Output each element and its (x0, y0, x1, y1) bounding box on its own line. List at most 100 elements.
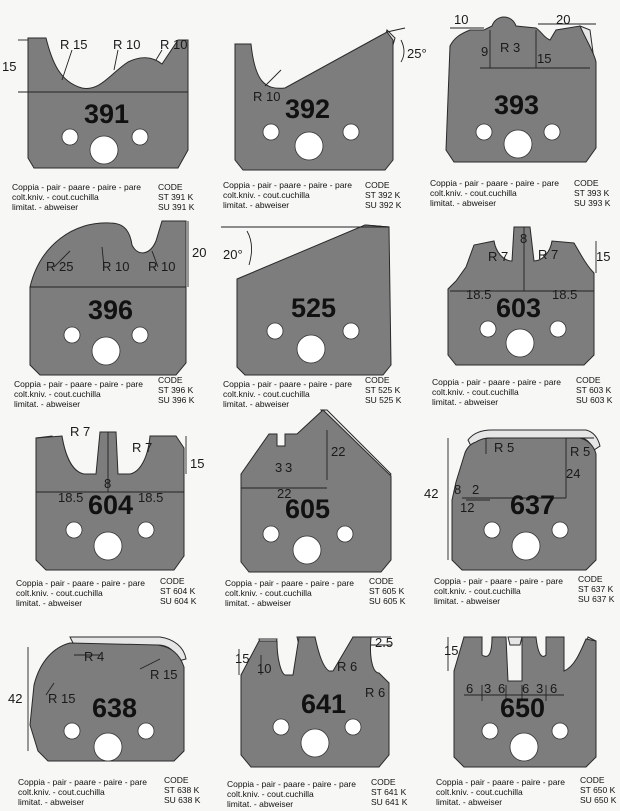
dim-label: 6 (498, 681, 505, 696)
dim-label: 22 (277, 486, 291, 501)
dim-label: R 15 (48, 691, 75, 706)
dim-label: 25° (407, 46, 427, 61)
code-block: CODE ST 650 K SU 650 K (580, 775, 617, 805)
profile-638: R 4 R 15 R 15 42 638 (8, 636, 187, 762)
hole-large (93, 531, 123, 561)
dim-label: 2 (472, 482, 479, 497)
leader-line (264, 69, 282, 87)
dim-label: 20 (192, 245, 206, 260)
dim-label: R 6 (365, 685, 385, 700)
hole-small (131, 326, 149, 344)
part-number: 604 (88, 490, 133, 520)
caption: Coppia - pair - paare - paire - pare col… (12, 182, 141, 212)
part-number: 603 (496, 293, 541, 323)
leader-line (53, 250, 71, 268)
part-card-637: R 5 R 5 24 42 8 2 12 637 Coppia - pair -… (410, 410, 620, 615)
code-block: CODE ST 641 K SU 641 K (371, 777, 408, 807)
leader-line (101, 246, 105, 268)
hole-small (551, 521, 569, 539)
hole-small (551, 722, 569, 740)
caption: Coppia - pair - paare - paire - pare col… (430, 178, 559, 208)
code-block: CODE ST 525 K SU 525 K (365, 375, 402, 405)
dim-label: R 25 (46, 259, 73, 274)
profile-391: 15 R 15 R 10 R 10 391 (2, 37, 189, 169)
dim-label: 8 (104, 476, 111, 491)
part-number: 393 (494, 90, 539, 120)
dim-label: R 4 (84, 649, 104, 664)
part-number: 392 (285, 94, 330, 124)
hole-small (479, 320, 497, 338)
caption: Coppia - pair - paare - paire - pare col… (434, 576, 563, 606)
part-card-604: R 7 R 7 15 8 18.5 18.5 604 Coppia - pair… (0, 410, 205, 615)
profile-396: 20 R 25 R 10 R 10 396 (29, 220, 206, 376)
profile-605: 3 3 22 22 605 (240, 409, 392, 573)
dim-label: 15 (537, 51, 551, 66)
hole-large (300, 728, 330, 758)
dim-label: 6 (550, 681, 557, 696)
hole-large (296, 334, 326, 364)
part-number: 641 (301, 689, 346, 719)
hole-small (266, 322, 284, 340)
caption: Coppia - pair - paare - paire - pare col… (436, 777, 565, 807)
hole-small (65, 521, 83, 539)
code-block: CODE ST 391 K SU 391 K (158, 182, 195, 212)
hole-small (137, 521, 155, 539)
caption: Coppia - pair - paare - paire - pare col… (16, 578, 145, 608)
hole-small (475, 123, 493, 141)
dim-label: R 15 (150, 667, 177, 682)
dim-label: 3 (275, 460, 282, 475)
dim-label: 8 (520, 231, 527, 246)
hole-small (549, 320, 567, 338)
profile-392: 25° R 10 392 (234, 27, 427, 171)
code-block: CODE ST 393 K SU 393 K (574, 178, 611, 208)
leader-line (155, 49, 163, 61)
dim-label: 10 (454, 12, 468, 27)
dim-label: 15 (235, 651, 249, 666)
part-card-396: 20 R 25 R 10 R 10 396 Coppia - pair - pa… (0, 205, 206, 410)
hole-small (63, 722, 81, 740)
part-number: 391 (84, 99, 129, 129)
dim-label: R 7 (538, 247, 558, 262)
dim-label: 15 (596, 249, 610, 264)
dim-label: R 10 (148, 259, 175, 274)
profile-525: 20° 525 (221, 224, 392, 376)
caption: Coppia - pair - paare - paire - pare col… (223, 180, 352, 210)
dim-label: R 7 (70, 424, 90, 439)
part-card-641: 2.5 15 10 R 6 R 6 641 Coppia - pair - pa… (205, 615, 410, 811)
part-number: 650 (500, 693, 545, 723)
dim-label: 15 (190, 456, 204, 471)
hole-small (61, 128, 79, 146)
hole-small (342, 322, 360, 340)
part-card-393: 10 20 9 R 3 15 393 Coppia - pair - paare… (410, 0, 620, 208)
profile-641: 2.5 15 10 R 6 R 6 641 (235, 635, 393, 768)
hole-small (262, 123, 280, 141)
hole-small (543, 123, 561, 141)
dim-label: 18.5 (138, 490, 163, 505)
part-card-525: 20° 525 Coppia - pair - paare - paire - … (205, 205, 410, 410)
dim-label: 6 (466, 681, 473, 696)
part-card-605: 3 3 22 22 605 Coppia - pair - paare - pa… (205, 409, 410, 615)
dim-label: 15 (2, 59, 16, 74)
dim-label: R 6 (337, 659, 357, 674)
dim-label: 24 (566, 466, 580, 481)
hole-large (509, 732, 539, 762)
dim-label: 3 (285, 460, 292, 475)
hole-small (336, 525, 354, 543)
dim-label: 20 (556, 12, 570, 27)
dim-label: 20° (223, 247, 243, 262)
caption: Coppia - pair - paare - paire - pare col… (225, 578, 354, 608)
part-card-392: 25° R 10 392 Coppia - pair - paare - pai… (205, 0, 427, 210)
hole-small (344, 718, 362, 736)
hole-large (294, 131, 324, 161)
caption: Coppia - pair - paare - paire - pare col… (14, 379, 143, 409)
part-card-391: 15 R 15 R 10 R 10 391 Coppia - pair - pa… (0, 0, 205, 212)
hole-large (505, 328, 535, 358)
leader-line (151, 250, 159, 268)
dim-label: R 5 (570, 444, 590, 459)
dim-label: 15 (444, 643, 458, 658)
part-number: 525 (291, 293, 336, 323)
hole-small (272, 718, 290, 736)
dim-label: R 10 (160, 37, 187, 52)
part-number: 605 (285, 494, 330, 524)
dim-label: R 10 (253, 89, 280, 104)
